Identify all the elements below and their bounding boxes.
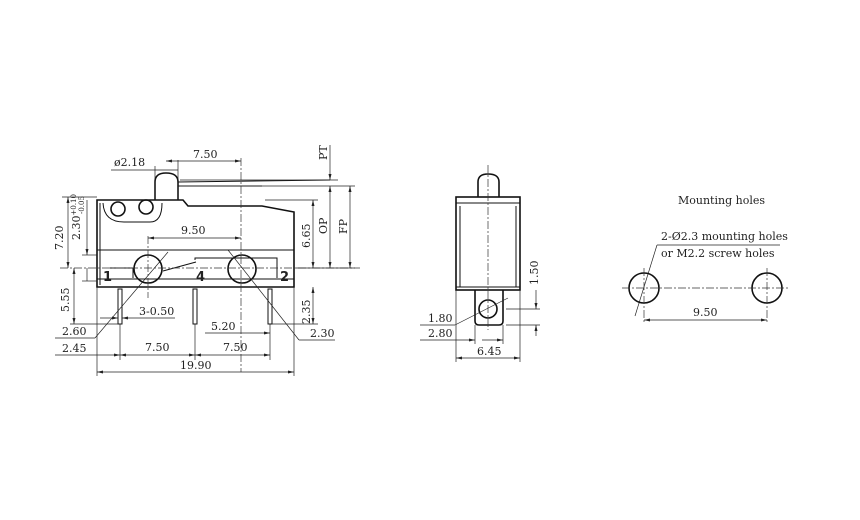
- end-view: 1.50 1.80 2.80 6.45: [420, 165, 541, 362]
- dim-pin-pitch-2: 7.50: [223, 341, 248, 354]
- dim-6-45: 6.45: [477, 345, 502, 358]
- dim-length: 19.90: [180, 359, 212, 372]
- switch-body-outline: [96, 199, 295, 288]
- dim-2-35: 2.35: [300, 300, 313, 325]
- dim-2-60: 2.60: [62, 325, 87, 338]
- lever: [177, 179, 331, 187]
- dim-pin-pitch-1: 7.50: [145, 341, 170, 354]
- small-hole-right: [138, 199, 154, 215]
- pin-2: [267, 288, 273, 325]
- dim-5-20: 5.20: [211, 320, 236, 333]
- dim-mount-pitch: 9.50: [693, 306, 718, 319]
- dim-2-45: 2.45: [62, 342, 87, 355]
- small-hole-left: [110, 201, 126, 217]
- mounting-note-line1: 2-Ø2.3 mounting holes: [661, 230, 788, 243]
- dim-1-50: 1.50: [528, 261, 541, 286]
- dim-2-30-radius: 2.30: [310, 327, 335, 340]
- dim-1-80: 1.80: [428, 312, 453, 325]
- dim-5-55: 5.55: [59, 288, 72, 313]
- side-view: 1 4 2 ø2.18 7.50 PT OP FP 6.65 7.20 2.30…: [53, 145, 360, 376]
- dim-plunger-diameter: ø2.18: [114, 156, 145, 169]
- mounting-note-line2: or M2.2 screw holes: [661, 247, 775, 260]
- terminal-2-label: 2: [280, 270, 289, 285]
- mounting-title: Mounting holes: [678, 194, 765, 207]
- plunger: [154, 172, 179, 200]
- dim-6-65: 6.65: [300, 224, 313, 249]
- end-plunger: [477, 173, 500, 197]
- dim-pt: PT: [317, 145, 330, 160]
- terminal-tab: [474, 290, 504, 326]
- dim-2-80: 2.80: [428, 327, 453, 340]
- terminal-4-label: 4: [196, 270, 205, 285]
- terminal-hole: [478, 299, 498, 319]
- dim-fp: FP: [337, 218, 350, 234]
- mounting-holes-view: Mounting holes 2-Ø2.3 mounting holes or …: [622, 194, 790, 324]
- dim-7-20: 7.20: [53, 226, 66, 251]
- dim-hole-pitch: 9.50: [181, 224, 206, 237]
- dim-pin-width: 3-0.50: [139, 305, 174, 318]
- dim-top-pitch: 7.50: [193, 148, 218, 161]
- terminal-1-label: 1: [103, 270, 112, 285]
- dim-2-30-tolerance: 2.30+0.10-0.05: [70, 194, 86, 240]
- mounting-hole-right: [227, 254, 257, 284]
- pin-4: [192, 288, 198, 325]
- dim-op: OP: [317, 217, 330, 234]
